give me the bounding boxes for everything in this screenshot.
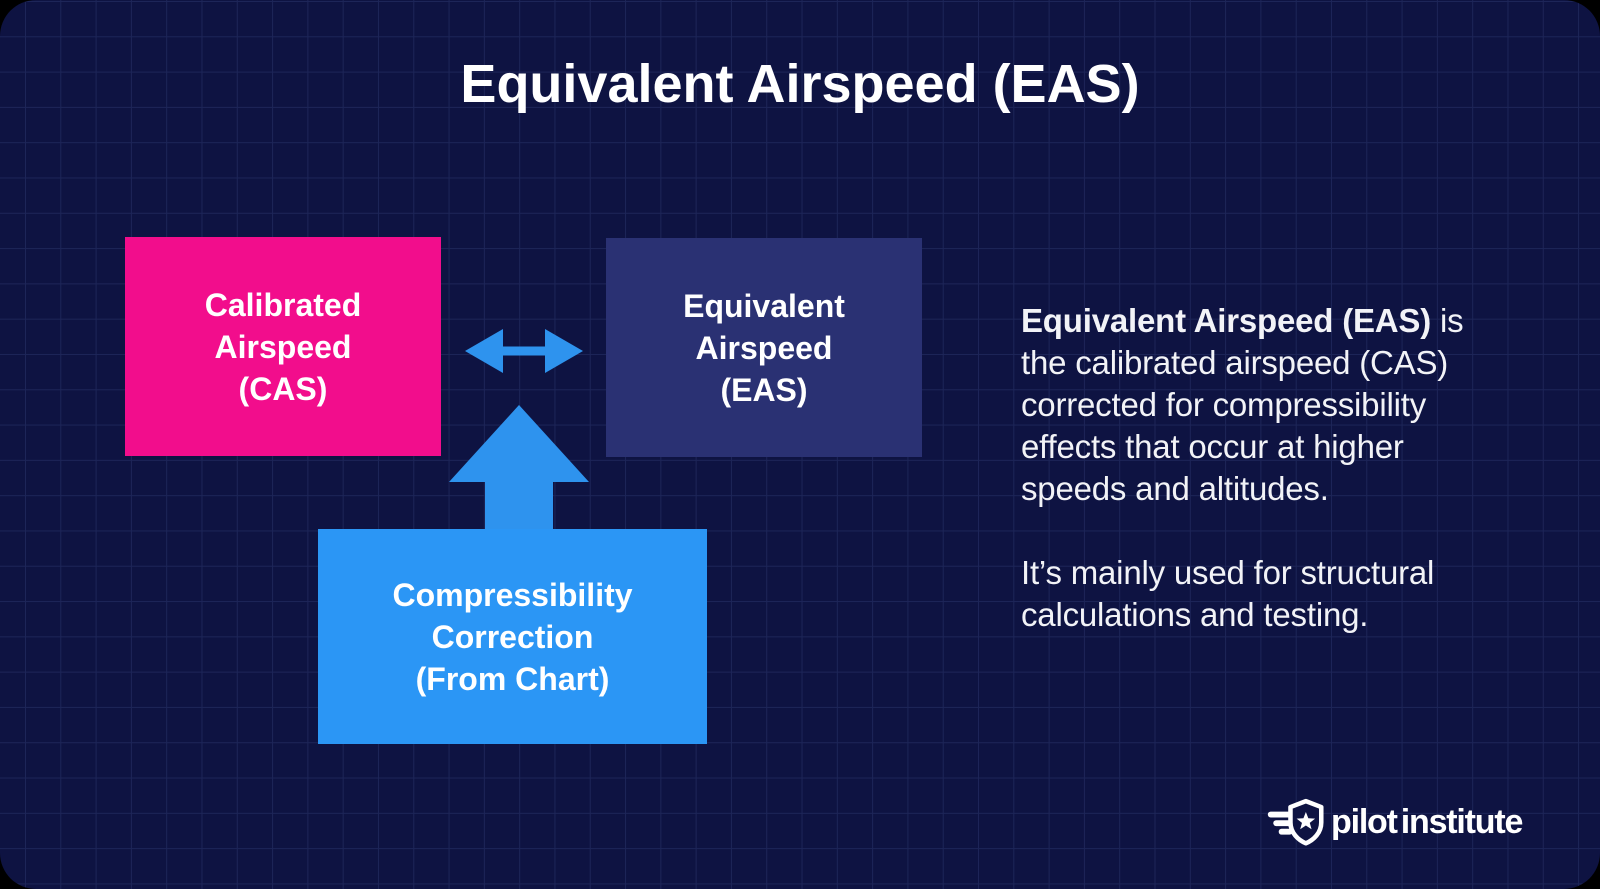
description-lead-bold: Equivalent Airspeed (EAS) — [1021, 302, 1432, 339]
bidirectional-arrow-icon — [465, 329, 583, 373]
cas-box-label: Calibrated Airspeed (CAS) — [204, 286, 362, 407]
description-paragraph-1-body: the calibrated airspeed (CAS) corrected … — [1021, 344, 1449, 507]
winged-shield-star-icon — [1267, 798, 1324, 846]
cas-box: Calibrated Airspeed (CAS) — [125, 237, 441, 456]
page-title: Equivalent Airspeed (EAS) — [460, 54, 1140, 114]
description-paragraph-1: Equivalent Airspeed (EAS) is — [1021, 300, 1526, 342]
logo-word-pilot: pilot — [1331, 802, 1398, 841]
description-text: Equivalent Airspeed (EAS) is the calibra… — [1021, 300, 1526, 636]
up-arrow-icon — [449, 405, 589, 531]
description-paragraph-2: It’s mainly used for structural calculat… — [1021, 554, 1435, 633]
compressibility-box-label: Compressibility Correction (From Chart) — [392, 576, 633, 697]
eas-box-label: Equivalent Airspeed (EAS) — [683, 287, 845, 408]
logo-word-institute: institute — [1400, 802, 1524, 841]
compressibility-box: Compressibility Correction (From Chart) — [318, 529, 707, 744]
description-lead-rest: is — [1431, 302, 1464, 339]
eas-box: Equivalent Airspeed (EAS) — [606, 238, 922, 457]
